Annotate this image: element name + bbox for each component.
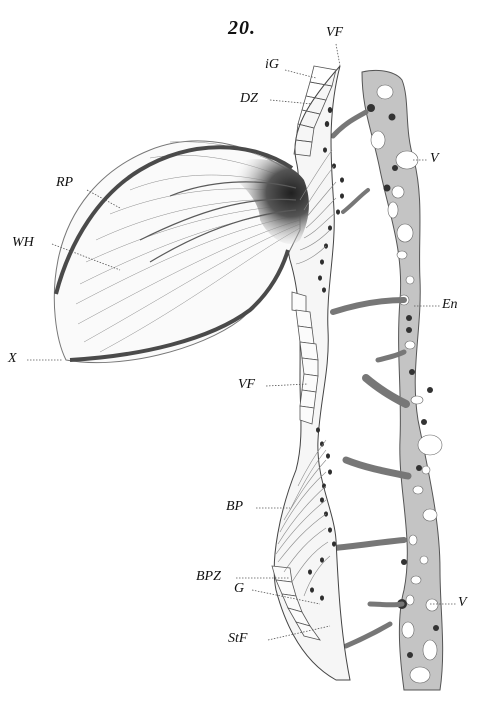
label-vf-mid: VF bbox=[238, 378, 255, 392]
label-g: G bbox=[234, 582, 244, 596]
label-bpz: BPZ bbox=[196, 570, 221, 584]
label-vf-top: VF bbox=[326, 26, 343, 40]
label-ig: iG bbox=[265, 58, 279, 72]
label-en: En bbox=[442, 298, 458, 312]
label-bp: BP bbox=[226, 500, 243, 514]
label-wh: WH bbox=[12, 236, 34, 250]
label-stf: StF bbox=[228, 632, 247, 646]
label-dz: DZ bbox=[240, 92, 258, 106]
label-v-bottom: V bbox=[458, 596, 467, 610]
label-rp: RP bbox=[56, 176, 73, 190]
label-v-top: V bbox=[430, 152, 439, 166]
figure-number: 20. bbox=[228, 18, 256, 38]
label-x: X bbox=[8, 352, 17, 366]
